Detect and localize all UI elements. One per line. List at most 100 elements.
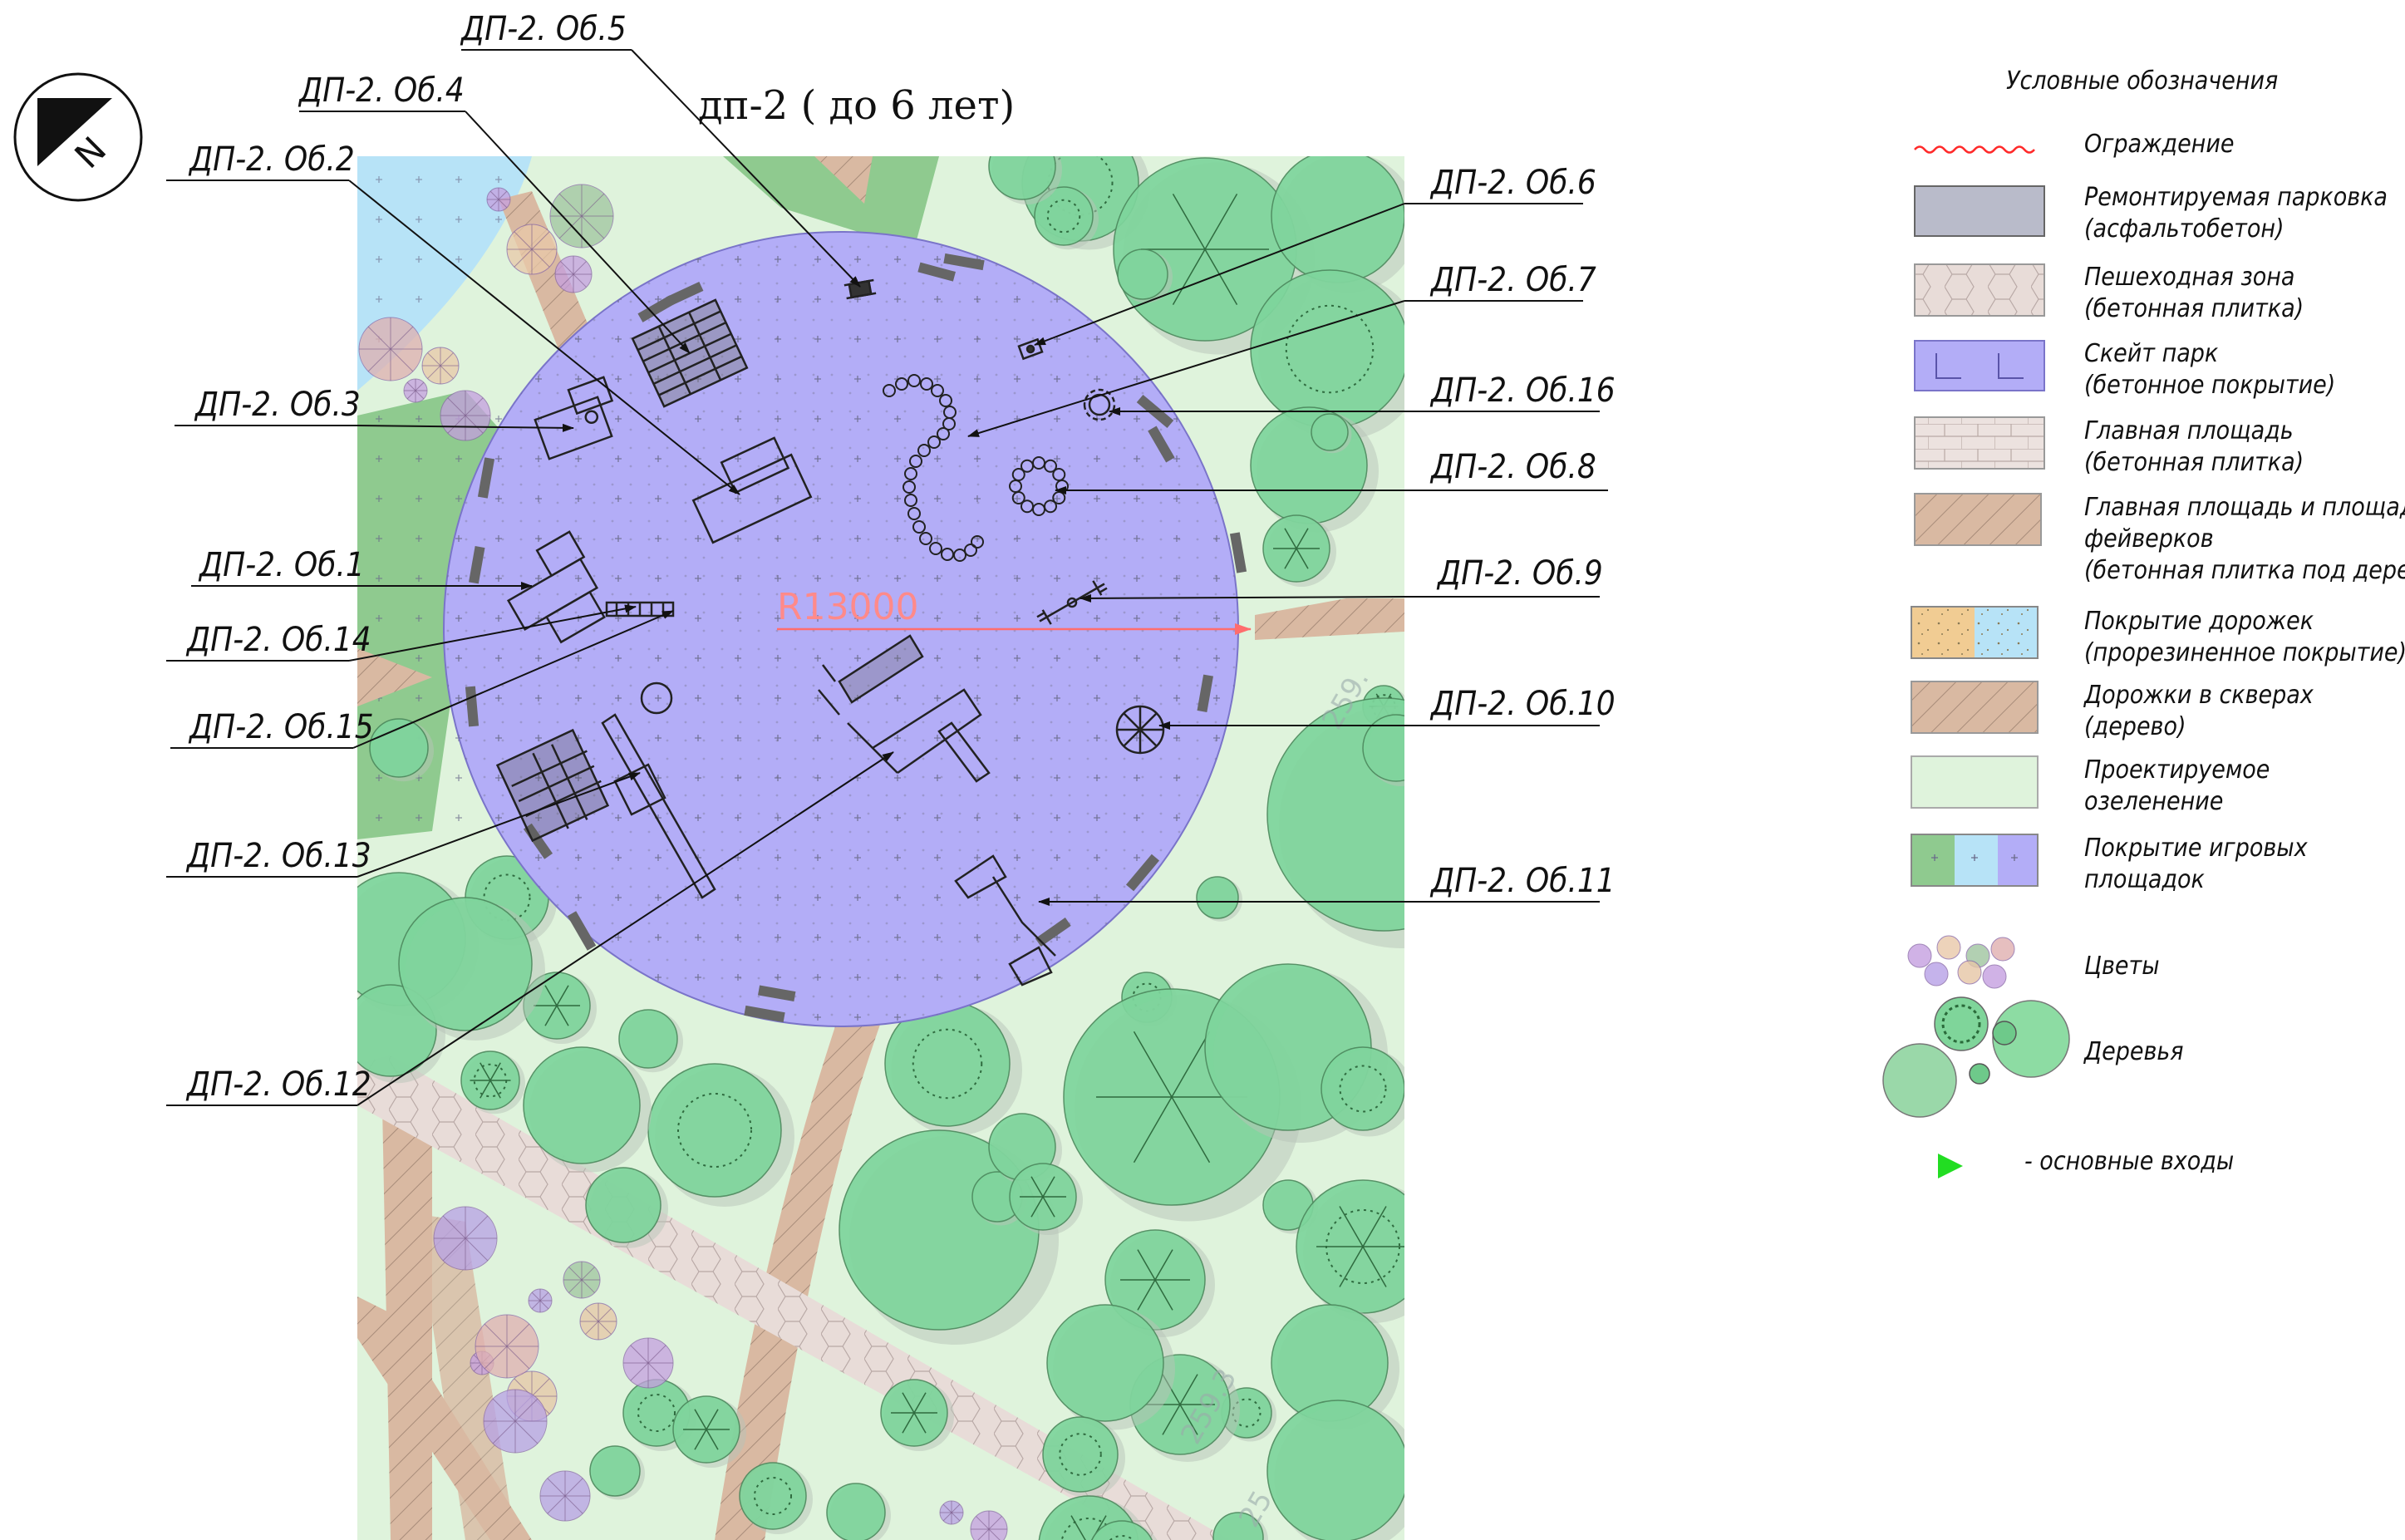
tree <box>618 1009 683 1073</box>
legend-swatch-flowers <box>1907 935 2015 989</box>
tree <box>647 1063 794 1207</box>
legend-item-fireworks: Главная площадь и площадкафейверков(бето… <box>2084 493 2405 585</box>
wood-path <box>416 1213 515 1540</box>
flower <box>403 378 428 403</box>
flower <box>475 1314 539 1379</box>
callout-ob10: ДП-2. Об.10 <box>1158 685 1616 730</box>
callout-label: ДП-2. Об.10 <box>1429 685 1616 723</box>
legend-label: Главная площадь <box>2084 416 2294 445</box>
callout-ob9: ДП-2. Об.9 <box>1080 554 1603 603</box>
callout-ob4: ДП-2. Об.4 <box>298 71 691 354</box>
stepping-stone <box>909 455 922 468</box>
stepping-stone <box>1021 499 1034 514</box>
callout-leader <box>348 604 637 662</box>
stepping-stone <box>920 377 933 391</box>
equipment-ob12 <box>818 634 991 783</box>
callout-ob15: ДП-2. Об.15 <box>170 610 674 749</box>
legend-label: (бетонная плитка) <box>2084 448 2304 477</box>
equipment-ob8 <box>1009 456 1069 516</box>
equipment-ob11 <box>954 854 1056 986</box>
callout-label: ДП-2. Об.6 <box>1429 164 1596 202</box>
callout-label: ДП-2. Об.12 <box>185 1065 371 1104</box>
callout-ob6: ДП-2. Об.6 <box>1034 164 1596 346</box>
equipment-ob14 <box>605 601 675 617</box>
callout-leader <box>348 180 740 495</box>
legend-label: Ремонтируемая парковка <box>2084 183 2388 212</box>
legend-label: Дорожки в скверах <box>2083 681 2314 710</box>
stepping-stone <box>1044 459 1057 473</box>
flower <box>506 224 558 275</box>
wood-path <box>1255 598 1404 640</box>
legend-item-trees: Деревья <box>2083 1037 2184 1066</box>
tree <box>523 1046 652 1173</box>
flower <box>421 347 460 385</box>
legend-item-paths: Покрытие дорожек(прорезиненное покрытие) <box>2084 607 2405 667</box>
tree <box>826 1483 891 1540</box>
stepping-stone <box>1011 468 1025 481</box>
equipment-ob1 <box>506 530 606 644</box>
callout-label: ДП-2. Об.5 <box>460 10 627 48</box>
playground-green-surface <box>723 156 939 249</box>
tree <box>1250 269 1404 440</box>
legend-item-mainsquare: Главная площадь (бетонная плитка) <box>2084 416 2304 477</box>
radius-label: R13000 <box>777 586 919 628</box>
flower <box>579 1302 617 1341</box>
callouts-group: ДП-2. Об.5ДП-2. Об.4ДП-2. Об.2ДП-2. Об.3… <box>166 10 1616 1106</box>
stepping-stone <box>937 427 950 440</box>
legend-label: Покрытие игровых <box>2084 834 2309 863</box>
tree <box>1266 1400 1404 1540</box>
legend-item-woodpaths: Дорожки в скверах (дерево) <box>2083 681 2314 741</box>
tree <box>398 897 545 1041</box>
flowers-group <box>358 184 1008 1540</box>
bench <box>1148 426 1175 463</box>
tree <box>369 718 434 782</box>
north-arrow: N <box>13 72 143 202</box>
map-area: R13000 259. 259.3 25 <box>357 156 1404 1540</box>
equipment-ob13 <box>495 681 716 899</box>
benches-group <box>465 253 1247 1023</box>
tree <box>1311 413 1352 454</box>
legend-label: (прорезиненное покрытие) <box>2084 638 2405 667</box>
stepping-stone <box>953 549 966 562</box>
bench <box>666 281 704 307</box>
pedestrian-zone <box>357 1055 1230 1540</box>
equipment-ob2 <box>691 436 813 544</box>
callout-ob8: ДП-2. Об.8 <box>1055 448 1608 494</box>
equipment-ob10 <box>1115 705 1165 755</box>
stepping-stone <box>917 444 931 457</box>
stepping-stone <box>883 384 896 397</box>
stepping-stone <box>912 520 926 534</box>
flower <box>539 1470 591 1522</box>
flower <box>970 1510 1008 1540</box>
callout-ob12: ДП-2. Об.12 <box>166 751 894 1106</box>
callout-ob1: ДП-2. Об.1 <box>191 546 533 590</box>
legend-swatch-fireworks <box>1914 493 2042 546</box>
stepping-stone <box>919 532 932 545</box>
bench <box>1229 532 1247 573</box>
callout-ob7: ДП-2. Об.7 <box>967 261 1596 437</box>
legend-label: Ограждение <box>2084 130 2234 159</box>
flower <box>939 1500 964 1525</box>
bench <box>1035 917 1071 947</box>
callout-label: ДП-2. Об.1 <box>198 546 365 584</box>
legend-label: - основные входы <box>2024 1147 2234 1176</box>
tree <box>1104 1229 1215 1337</box>
legend-label: Деревья <box>2083 1037 2184 1066</box>
flower <box>440 390 491 441</box>
tree <box>739 1462 813 1534</box>
legend-label: (бетонная плитка) <box>2084 294 2304 323</box>
bench <box>744 1005 785 1023</box>
tree <box>672 1395 746 1468</box>
flower <box>563 1261 601 1299</box>
equipment-ob9 <box>1036 580 1108 625</box>
callout-leader <box>465 111 691 354</box>
legend-title: Условные обозначения <box>2006 66 2278 96</box>
callout-label: ДП-2. Об.9 <box>1436 554 1603 593</box>
callout-label: ДП-2. Об.2 <box>188 140 355 179</box>
legend-item-skate: Скейт парк(бетонное покрытие) <box>2084 339 2335 400</box>
callout-leader <box>357 772 641 878</box>
callout-leader <box>967 300 1405 437</box>
tree <box>880 1379 954 1451</box>
tree <box>1271 156 1404 293</box>
callout-label: ДП-2. Об.14 <box>185 621 371 659</box>
